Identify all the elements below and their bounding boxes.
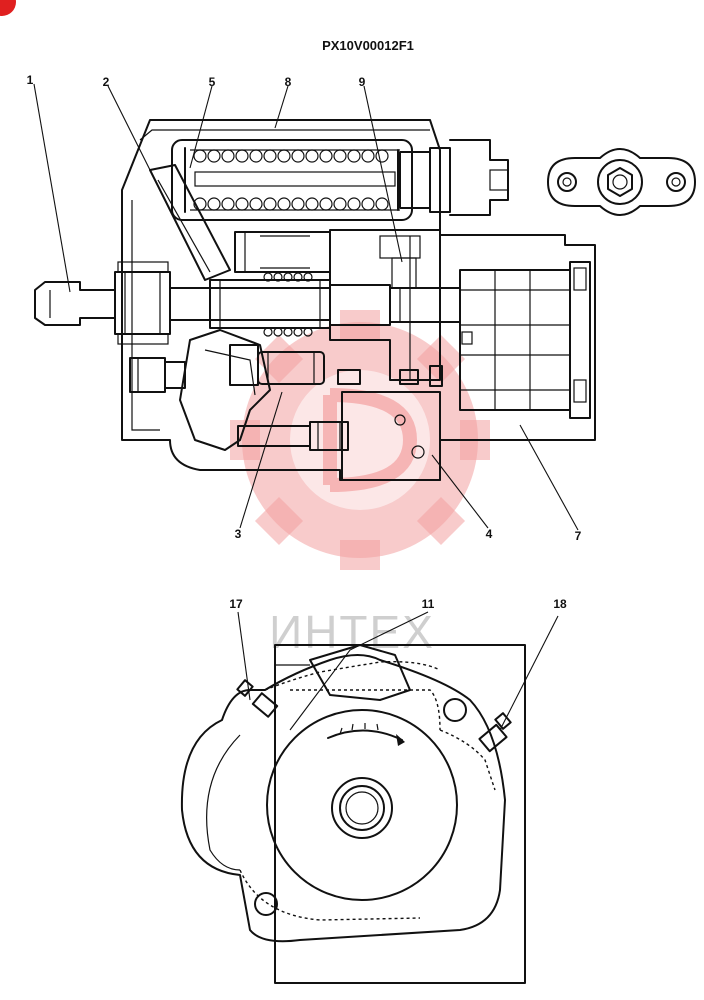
pump-front-view (180, 644, 526, 984)
shaft-end-outer (331, 777, 393, 839)
rear-housing (274, 644, 526, 984)
callout-18: 18 (553, 597, 567, 611)
pump-housing-outline (121, 119, 596, 481)
rear-pump-section (459, 269, 571, 411)
callout-8: 8 (285, 75, 292, 89)
lower-callouts: 17 11 18 (229, 597, 567, 731)
swash-plate (149, 164, 231, 281)
front-bearing (114, 271, 171, 335)
upper-callouts: 1 2 5 8 9 3 4 7 (27, 73, 582, 543)
callout-17: 17 (229, 597, 243, 611)
front-face (266, 709, 458, 901)
port-block (341, 391, 441, 481)
watermark-text: ИНТЕХ (269, 606, 435, 658)
drawing-code: PX10V00012F1 (322, 38, 414, 53)
pump-cross-section (34, 119, 596, 481)
callout-3: 3 (235, 527, 242, 541)
cylinder-block (234, 231, 331, 273)
input-shaft (34, 281, 116, 326)
callout-1: 1 (27, 73, 34, 87)
bearing-balls-upper (263, 272, 313, 337)
callout-4: 4 (486, 527, 493, 541)
spring-chamber (171, 139, 413, 221)
rotation-arrow-icon (327, 729, 403, 741)
mounting-hole-bottom-left (254, 892, 278, 916)
mounting-hole-top-right (443, 698, 467, 722)
flange-detail (547, 148, 696, 216)
callout-2: 2 (103, 75, 110, 89)
mounting-flange (180, 654, 506, 943)
callout-7: 7 (575, 529, 582, 543)
compensator-spring (184, 147, 400, 213)
corner-badge (0, 0, 16, 16)
callout-9: 9 (359, 75, 366, 89)
callout-11: 11 (422, 597, 435, 611)
callout-5: 5 (209, 75, 216, 89)
